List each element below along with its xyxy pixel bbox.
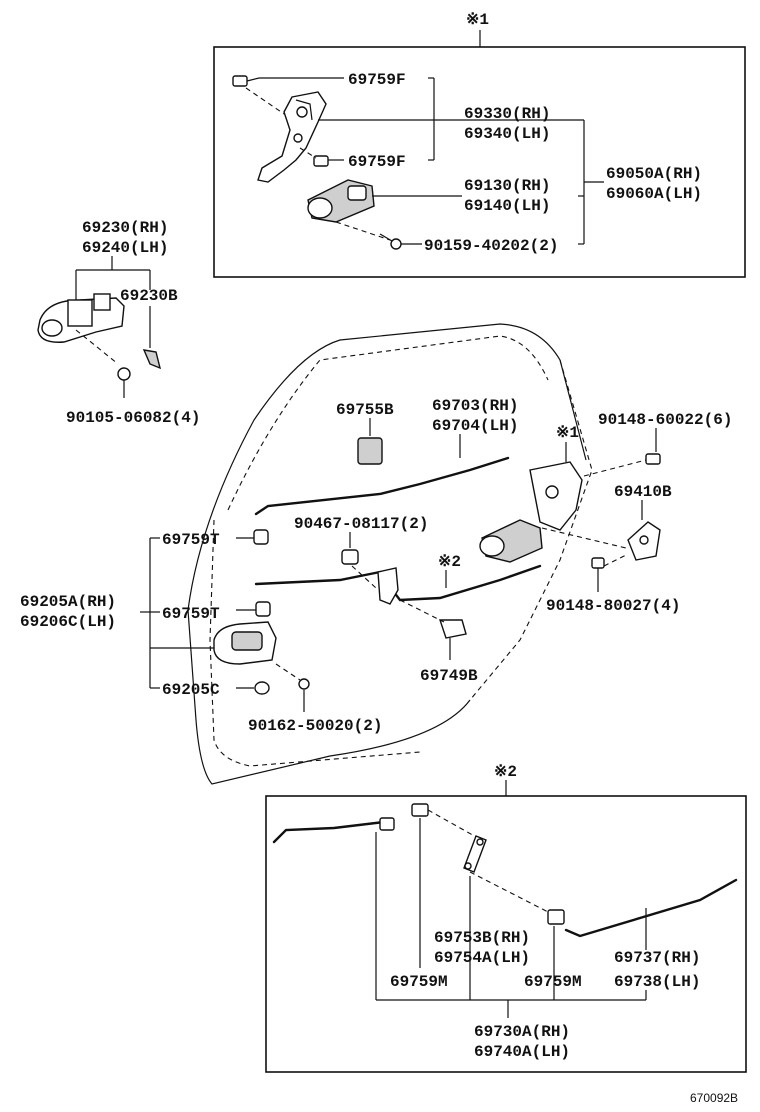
clip-69759f-bottom [313, 155, 329, 167]
screw-90148-60022 [645, 453, 661, 465]
inside-handle-part [213, 621, 277, 665]
label-69754a: 69754A(LH) [434, 949, 530, 967]
clip-69759m-a [379, 817, 395, 831]
label-69703: 69703(RH) [432, 397, 518, 415]
door-lock-assembly [479, 461, 583, 563]
label-69060a: 69060A(LH) [606, 185, 702, 203]
label-90148-80027: 90148-80027(4) [546, 597, 680, 615]
label-69749b: 69749B [420, 667, 478, 685]
bellcrank-part [377, 567, 399, 605]
label-90467: 90467-08117(2) [294, 515, 428, 533]
rod-69737 [564, 878, 738, 938]
lock-actuator-part [307, 179, 375, 223]
label-69340: 69340(LH) [464, 125, 550, 143]
rod-lower-inner [378, 564, 542, 602]
screw-90162 [298, 678, 310, 690]
label-69759m-a: 69759M [390, 973, 448, 991]
striker-69410b [627, 521, 661, 561]
label-90162: 90162-50020(2) [248, 717, 382, 735]
rod-69703 [254, 456, 510, 516]
label-69205a: 69205A(RH) [20, 593, 116, 611]
clip-69759m-b [411, 803, 429, 817]
label-69759f-a: 69759F [348, 71, 406, 89]
figure-id: 670092B [690, 1091, 738, 1105]
label-69759t-b: 69759T [162, 605, 220, 623]
ref-2-door-label: ※2 [438, 553, 461, 571]
label-69704: 69704(LH) [432, 417, 518, 435]
label-69140: 69140(LH) [464, 197, 550, 215]
label-69050a: 69050A(RH) [606, 165, 702, 183]
door-outline [187, 323, 593, 785]
cap-69205c [254, 681, 270, 695]
label-69330: 69330(RH) [464, 105, 550, 123]
label-69130: 69130(RH) [464, 177, 550, 195]
clip-69759t-a [253, 529, 269, 545]
label-90105: 90105-06082(4) [66, 409, 200, 427]
label-69753b: 69753B(RH) [434, 929, 530, 947]
label-69737: 69737(RH) [614, 949, 700, 967]
clip-90467 [341, 549, 359, 565]
clip-69759f-top [232, 75, 260, 87]
screw-90148-80027 [591, 557, 605, 569]
lock-bracket-part [257, 91, 327, 183]
link-69753b [463, 835, 487, 873]
cushion-69755b [357, 437, 383, 465]
ref-1-door-label: ※1 [556, 424, 579, 442]
label-69206c: 69206C(LH) [20, 613, 116, 631]
label-69230b: 69230B [120, 287, 178, 305]
label-69759t-a: 69759T [162, 531, 220, 549]
label-90159: 90159-40202(2) [424, 237, 558, 255]
ref-2-bottom-label: ※2 [494, 763, 517, 781]
label-69205c: 69205C [162, 681, 220, 699]
bolt-90105 [117, 367, 131, 398]
label-69759m-b: 69759M [524, 973, 582, 991]
label-69759f-b: 69759F [348, 153, 406, 171]
label-69240: 69240(LH) [82, 239, 168, 257]
label-69740a: 69740A(LH) [474, 1043, 570, 1061]
clip-69749b [439, 619, 467, 639]
label-90148-60022: 90148-60022(6) [598, 411, 732, 429]
clip-69759t-b [255, 601, 271, 617]
ref-1-top-label: ※1 [466, 11, 489, 29]
label-69410b: 69410B [614, 483, 672, 501]
label-69738: 69738(LH) [614, 973, 700, 991]
label-69730a: 69730A(RH) [474, 1023, 570, 1041]
bolt-90159 [379, 233, 402, 250]
rod-detail-box [265, 795, 747, 1073]
outside-handle-part [37, 293, 125, 343]
rod-upper-inner [254, 570, 382, 586]
label-69755b: 69755B [336, 401, 394, 419]
handle-pad-69230b [142, 349, 162, 370]
label-69230: 69230(RH) [82, 219, 168, 237]
rod-detail-front [272, 820, 386, 844]
clip-69759m-c [547, 909, 565, 925]
